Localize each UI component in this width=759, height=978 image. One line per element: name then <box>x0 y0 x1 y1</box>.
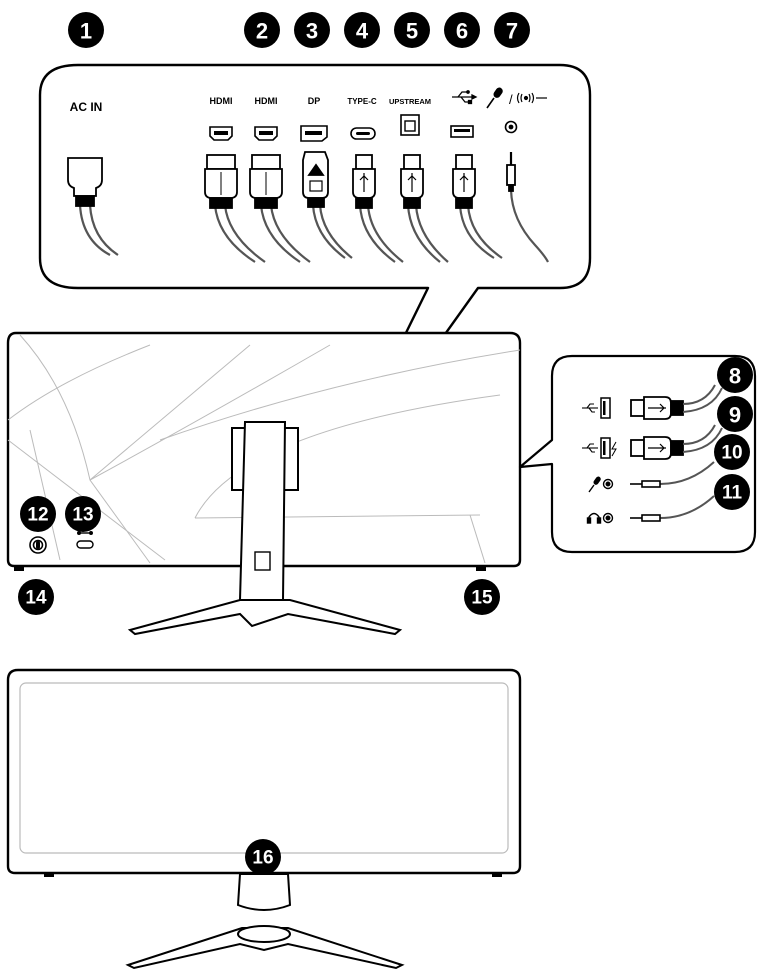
svg-text:12: 12 <box>27 505 48 526</box>
svg-text:1: 1 <box>80 19 92 44</box>
badge-3: 3 <box>294 12 330 48</box>
hdmi-1-plug <box>206 154 236 170</box>
badge-15: 15 <box>464 579 500 615</box>
usb-a-plug <box>455 154 473 170</box>
badge-11: 11 <box>714 474 750 510</box>
usb-icon <box>452 90 478 105</box>
foot-left <box>14 566 24 571</box>
svg-text:15: 15 <box>471 588 493 609</box>
monitor-stand <box>127 421 403 636</box>
svg-text:13: 13 <box>72 505 93 526</box>
type-c-plug <box>355 154 373 170</box>
type-c-label: TYPE-C <box>347 97 377 106</box>
svg-text:8: 8 <box>729 364 741 389</box>
plugs <box>67 151 516 209</box>
svg-text:6: 6 <box>456 19 468 44</box>
ac-power-plug <box>67 157 103 197</box>
hdmi-1-label: HDMI <box>210 96 233 106</box>
badge-14: 14 <box>18 579 54 615</box>
badge-6: 6 <box>444 12 480 48</box>
badge-9: 9 <box>717 396 753 432</box>
power-button <box>29 536 47 554</box>
monitor-rear-body <box>6 331 522 636</box>
badge-7: 7 <box>494 12 530 48</box>
hdmi-2-plug <box>251 154 281 170</box>
badge-13: 13 <box>65 496 101 532</box>
line-out-icon <box>516 92 547 104</box>
svg-text:4: 4 <box>356 19 369 44</box>
ac-in-label: AC IN <box>70 100 103 114</box>
rear-type-c-port <box>76 531 94 549</box>
screen-area <box>19 682 509 854</box>
headphone-icon <box>586 512 602 524</box>
svg-text:3: 3 <box>306 19 318 44</box>
svg-text:10: 10 <box>721 443 742 464</box>
badge-12: 12 <box>20 496 56 532</box>
upstream-label: UPSTREAM <box>389 97 431 106</box>
microphone-icon <box>486 87 503 109</box>
port-sockets <box>209 114 518 142</box>
foot-right <box>476 566 486 571</box>
usb-b-plug <box>403 154 421 170</box>
side-io-callout <box>518 354 757 554</box>
dp-label: DP <box>308 96 321 106</box>
audio-plug <box>506 164 516 186</box>
hdmi-2-label: HDMI <box>255 96 278 106</box>
svg-text:14: 14 <box>25 588 47 609</box>
slash-separator: / <box>509 92 513 107</box>
svg-text:7: 7 <box>506 19 518 44</box>
callout-badges: 1 2 3 4 5 6 7 8 9 10 11 12 13 14 15 16 <box>18 12 753 875</box>
badge-10: 10 <box>714 434 750 470</box>
badge-8: 8 <box>717 357 753 393</box>
badge-2: 2 <box>244 12 280 48</box>
svg-text:9: 9 <box>729 403 741 428</box>
cables <box>78 189 549 263</box>
badge-5: 5 <box>394 12 430 48</box>
badge-4: 4 <box>344 12 380 48</box>
svg-text:16: 16 <box>252 848 273 869</box>
svg-text:11: 11 <box>722 483 743 504</box>
side-microphone-icon <box>588 476 601 493</box>
front-stand <box>125 873 405 970</box>
badge-1: 1 <box>68 12 104 48</box>
monitor-front-view <box>6 668 522 970</box>
badge-16: 16 <box>245 839 281 875</box>
svg-text:5: 5 <box>406 19 418 44</box>
svg-text:2: 2 <box>256 19 268 44</box>
